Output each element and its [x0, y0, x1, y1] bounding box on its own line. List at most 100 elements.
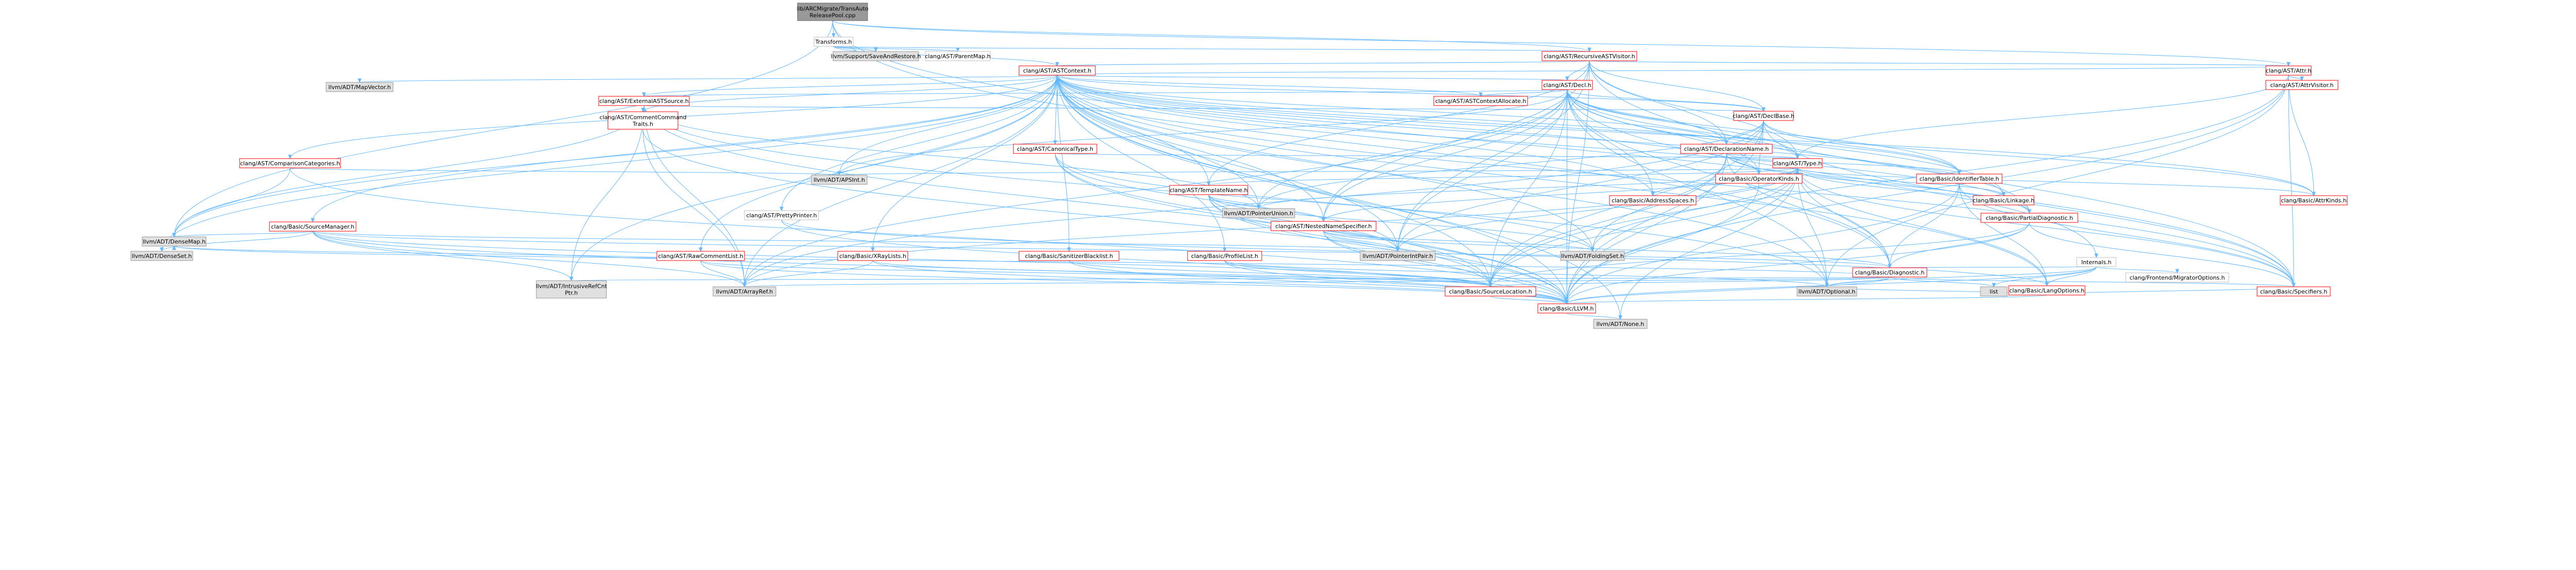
node-sourcemanager[interactable]: clang/Basic/SourceManager.h: [269, 221, 357, 232]
node-sanitizerblacklist[interactable]: clang/Basic/SanitizerBlacklist.h: [1019, 251, 1120, 261]
node-label: llvm/ADT/ArrayRef.h: [716, 288, 773, 295]
node-comparisoncategories[interactable]: clang/AST/ComparisonCategories.h: [239, 158, 341, 168]
edge-decl-to-declbase: [1567, 89, 1764, 112]
edge-arrowhead: [2312, 192, 2316, 197]
node-none[interactable]: llvm/ADT/None.h: [1593, 319, 1648, 329]
edge-attr-to-optional: [1826, 75, 2289, 287]
node-label: clang/Basic/SanitizerBlacklist.h: [1025, 253, 1113, 260]
node-llvm[interactable]: clang/Basic/LLVM.h: [1537, 303, 1596, 314]
node-arrayref[interactable]: llvm/ADT/ArrayRef.h: [713, 286, 776, 297]
node-langoptions[interactable]: clang/Basic/LangOptions.h: [2008, 285, 2086, 296]
node-label: Ptr.h: [565, 290, 578, 297]
edge-rawcommentlist-to-sourcelocation: [700, 260, 1491, 287]
edge-astcontext-to-externalastsource: [643, 75, 1058, 97]
node-label: clang/AST/Decl.h: [1543, 82, 1591, 89]
edge-langoptions-to-llvm: [1566, 295, 2047, 304]
edge-arrowhead: [2002, 192, 2006, 197]
node-apsint[interactable]: llvm/ADT/APSInt.h: [811, 175, 868, 185]
edge-arrowhead: [699, 247, 703, 252]
edge-root-to-diagnostic: [832, 20, 1890, 268]
node-decl[interactable]: clang/AST/Decl.h: [1541, 80, 1593, 90]
node-sourcelocation[interactable]: clang/Basic/SourceLocation.h: [1445, 286, 1536, 297]
edge-rawcommentlist-to-llvm: [700, 260, 1567, 304]
edge-astcontext-to-pointerunion: [1057, 75, 1259, 209]
node-rawcommentlist[interactable]: clang/AST/RawCommentList.h: [656, 251, 745, 261]
node-box: [1852, 267, 1927, 278]
node-label: clang/Basic/XRayLists.h: [839, 253, 906, 260]
node-densemap[interactable]: llvm/ADT/DenseMap.h: [142, 236, 207, 247]
node-parentmap[interactable]: clang/AST/ParentMap.h: [925, 51, 991, 61]
node-box: [1541, 51, 1637, 61]
edge-arrowhead: [1565, 76, 1569, 81]
node-operatorkinds[interactable]: clang/Basic/OperatorKinds.h: [1715, 174, 1803, 184]
edge-astcontext-to-llvm: [1057, 75, 1567, 304]
edge-canonicaltype-to-type: [1055, 153, 1798, 159]
node-nestednamespecifier[interactable]: clang/AST/NestedNameSpecifier.h: [1270, 221, 1377, 231]
node-label: clang/AST/CommentCommand: [600, 114, 687, 121]
edge-nestednamespecifier-to-llvm: [1323, 230, 1567, 304]
node-prettyprinter[interactable]: clang/AST/PrettyPrinter.h: [744, 210, 819, 220]
edge-templatename-to-foldingset: [1208, 194, 1593, 252]
edge-externalastsource-to-llvm: [643, 105, 1567, 304]
node-box: [744, 210, 819, 220]
node-declbase[interactable]: clang/AST/DeclBase.h: [1733, 111, 1794, 121]
node-migratoroptions[interactable]: clang/Frontend/MigratorOptions.h: [2125, 272, 2229, 283]
node-diagnostic[interactable]: clang/Basic/Diagnostic.h: [1852, 267, 1927, 278]
edge-sanitizerblacklist-to-llvm: [1069, 260, 1567, 304]
node-declarationname[interactable]: clang/AST/DeclarationName.h: [1680, 144, 1773, 154]
node-transforms[interactable]: Transforms.h: [814, 37, 854, 47]
node-list[interactable]: list: [1980, 286, 2008, 297]
edge-decl-to-pointerunion: [1258, 89, 1568, 209]
node-identifiertable[interactable]: clang/Basic/IdentifierTable.h: [1916, 174, 2003, 184]
node-box: [2008, 285, 2086, 296]
node-addressspaces[interactable]: clang/Basic/AddressSpaces.h: [1609, 195, 1697, 205]
edge-decl-to-externalastsource: [643, 89, 1568, 97]
edge-astcontext-to-operatorkinds: [1057, 75, 1759, 175]
node-xraylists[interactable]: clang/Basic/XRayLists.h: [837, 251, 908, 261]
edge-declarationname-to-type: [1726, 153, 1798, 159]
node-specifiers[interactable]: clang/Basic/Specifiers.h: [2257, 286, 2331, 297]
node-externalastsource[interactable]: clang/AST/ExternalASTSource.h: [598, 96, 690, 106]
edge-astcontext-to-foldingset: [1057, 75, 1593, 252]
edge-arrowhead: [779, 206, 784, 212]
node-denseset[interactable]: llvm/ADT/DenseSet.h: [130, 251, 193, 261]
edge-declbase-to-declarationname: [1726, 120, 1764, 145]
edge-internals-to-migratoroptions: [2096, 266, 2178, 273]
node-optional[interactable]: llvm/ADT/Optional.h: [1797, 286, 1857, 297]
node-box: [1187, 251, 1262, 261]
node-pointerunion[interactable]: llvm/ADT/PointerUnion.h: [1222, 208, 1295, 218]
node-linkage[interactable]: clang/Basic/Linkage.h: [1973, 195, 2035, 205]
node-profilelist[interactable]: clang/Basic/ProfileList.h: [1187, 251, 1262, 261]
node-box: [1360, 251, 1436, 261]
edge-identifiertable-to-llvm: [1566, 183, 1960, 304]
node-attr[interactable]: clang/AST/Attr.h: [2265, 65, 2312, 76]
node-label: Internals.h: [2081, 259, 2112, 266]
node-templatename[interactable]: clang/AST/TemplateName.h: [1169, 185, 1248, 195]
node-astcontextallocate[interactable]: clang/AST/ASTContextAllocate.h: [1433, 96, 1528, 106]
edge-arrowhead: [2094, 253, 2098, 258]
edge-attr-to-attrvisitor: [2288, 75, 2302, 81]
node-label: Traits.h: [632, 121, 653, 128]
node-foldingset[interactable]: llvm/ADT/FoldingSet.h: [1560, 251, 1625, 261]
edge-recursiveastvisitor-to-declarationname: [1589, 60, 1727, 145]
node-attrvisitor[interactable]: clang/AST/AttrVisitor.h: [2265, 80, 2338, 90]
node-saveandrestore[interactable]: llvm/Support/SaveAndRestore.h: [831, 51, 921, 61]
node-astcontext[interactable]: clang/AST/ASTContext.h: [1019, 65, 1096, 76]
node-canonicaltype[interactable]: clang/AST/CanonicalType.h: [1013, 144, 1097, 154]
edge-arrowhead: [569, 277, 573, 282]
node-type[interactable]: clang/AST/Type.h: [1772, 158, 1823, 168]
edge-recursiveastvisitor-to-astcontext: [1057, 60, 1590, 66]
edge-arrowhead: [2175, 269, 2179, 274]
node-recursiveastvisitor[interactable]: clang/AST/RecursiveASTVisitor.h: [1541, 51, 1637, 61]
node-mapvector[interactable]: llvm/ADT/MapVector.h: [326, 82, 394, 92]
node-internals[interactable]: Internals.h: [2076, 257, 2116, 267]
node-box: [837, 251, 908, 261]
edge-profilelist-to-llvm: [1224, 260, 1567, 304]
node-partialdiagnostic[interactable]: clang/Basic/PartialDiagnostic.h: [1980, 213, 2078, 223]
node-box: [1916, 174, 2003, 184]
node-attrkinds[interactable]: clang/Basic/AttrKinds.h: [2280, 195, 2348, 205]
node-pointerintpair[interactable]: llvm/ADT/PointerIntPair.h: [1360, 251, 1436, 261]
node-label: clang/Basic/SourceManager.h: [271, 223, 354, 230]
